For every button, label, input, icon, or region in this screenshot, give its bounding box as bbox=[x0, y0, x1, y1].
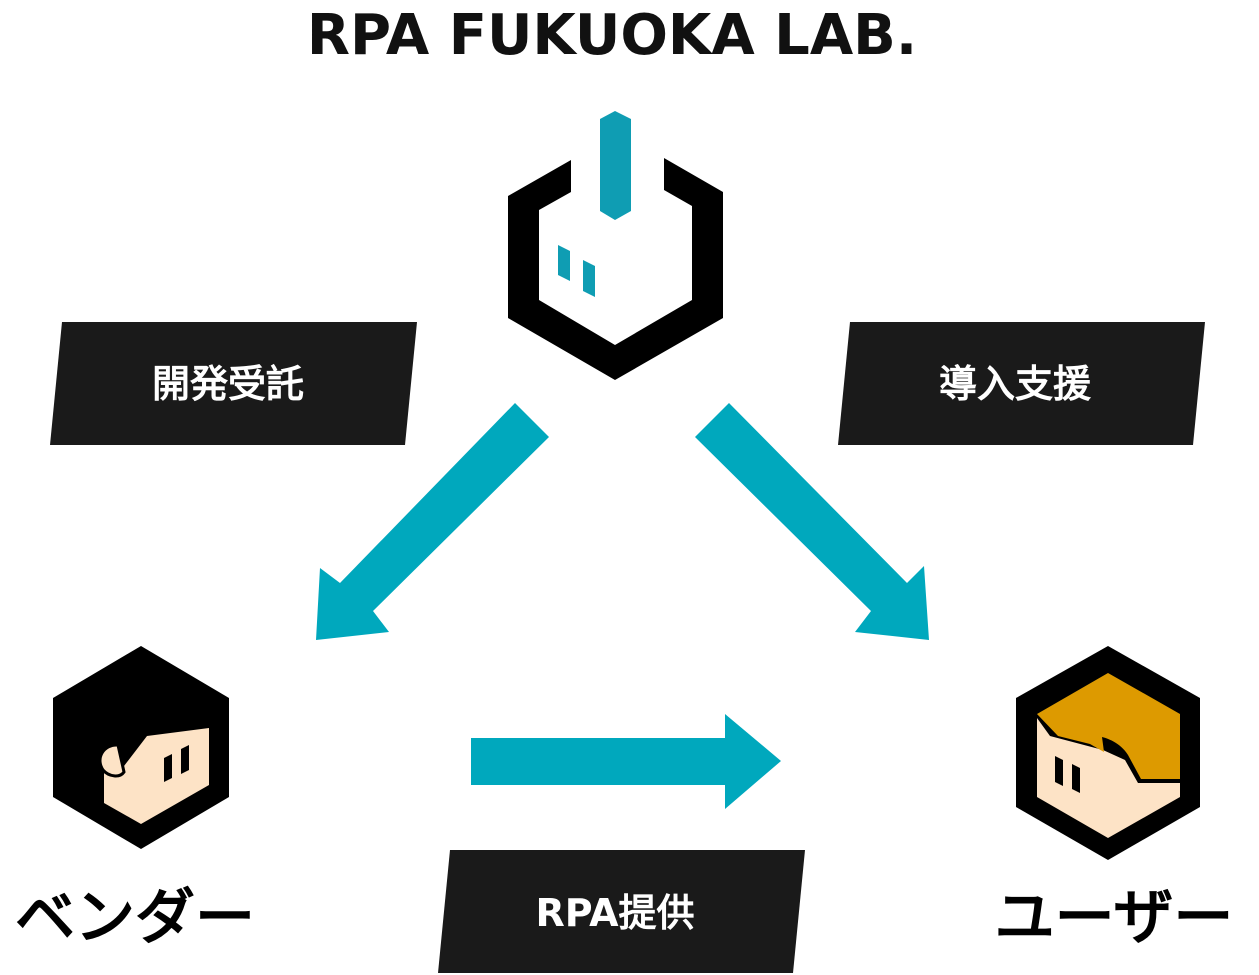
page-title: RPA FUKUOKA LAB. bbox=[307, 3, 917, 68]
robot-hexagon-icon bbox=[508, 111, 723, 380]
role-user: ユーザー bbox=[995, 883, 1234, 953]
vendor-person-hexagon-icon bbox=[53, 646, 229, 849]
label-development: 開発受託 bbox=[50, 322, 417, 445]
arrow-provide bbox=[471, 714, 781, 809]
arrow-to-vendor bbox=[316, 403, 549, 640]
arrow-to-user bbox=[695, 403, 929, 640]
label-provide: RPA提供 bbox=[438, 850, 805, 973]
user-person-hexagon-icon bbox=[1016, 646, 1200, 860]
label-support: 導入支援 bbox=[838, 322, 1205, 445]
role-vendor: ベンダー bbox=[15, 883, 255, 953]
label-support-text: 導入支援 bbox=[939, 362, 1092, 406]
label-development-text: 開発受託 bbox=[152, 362, 304, 406]
label-provide-text: RPA提供 bbox=[535, 891, 694, 935]
